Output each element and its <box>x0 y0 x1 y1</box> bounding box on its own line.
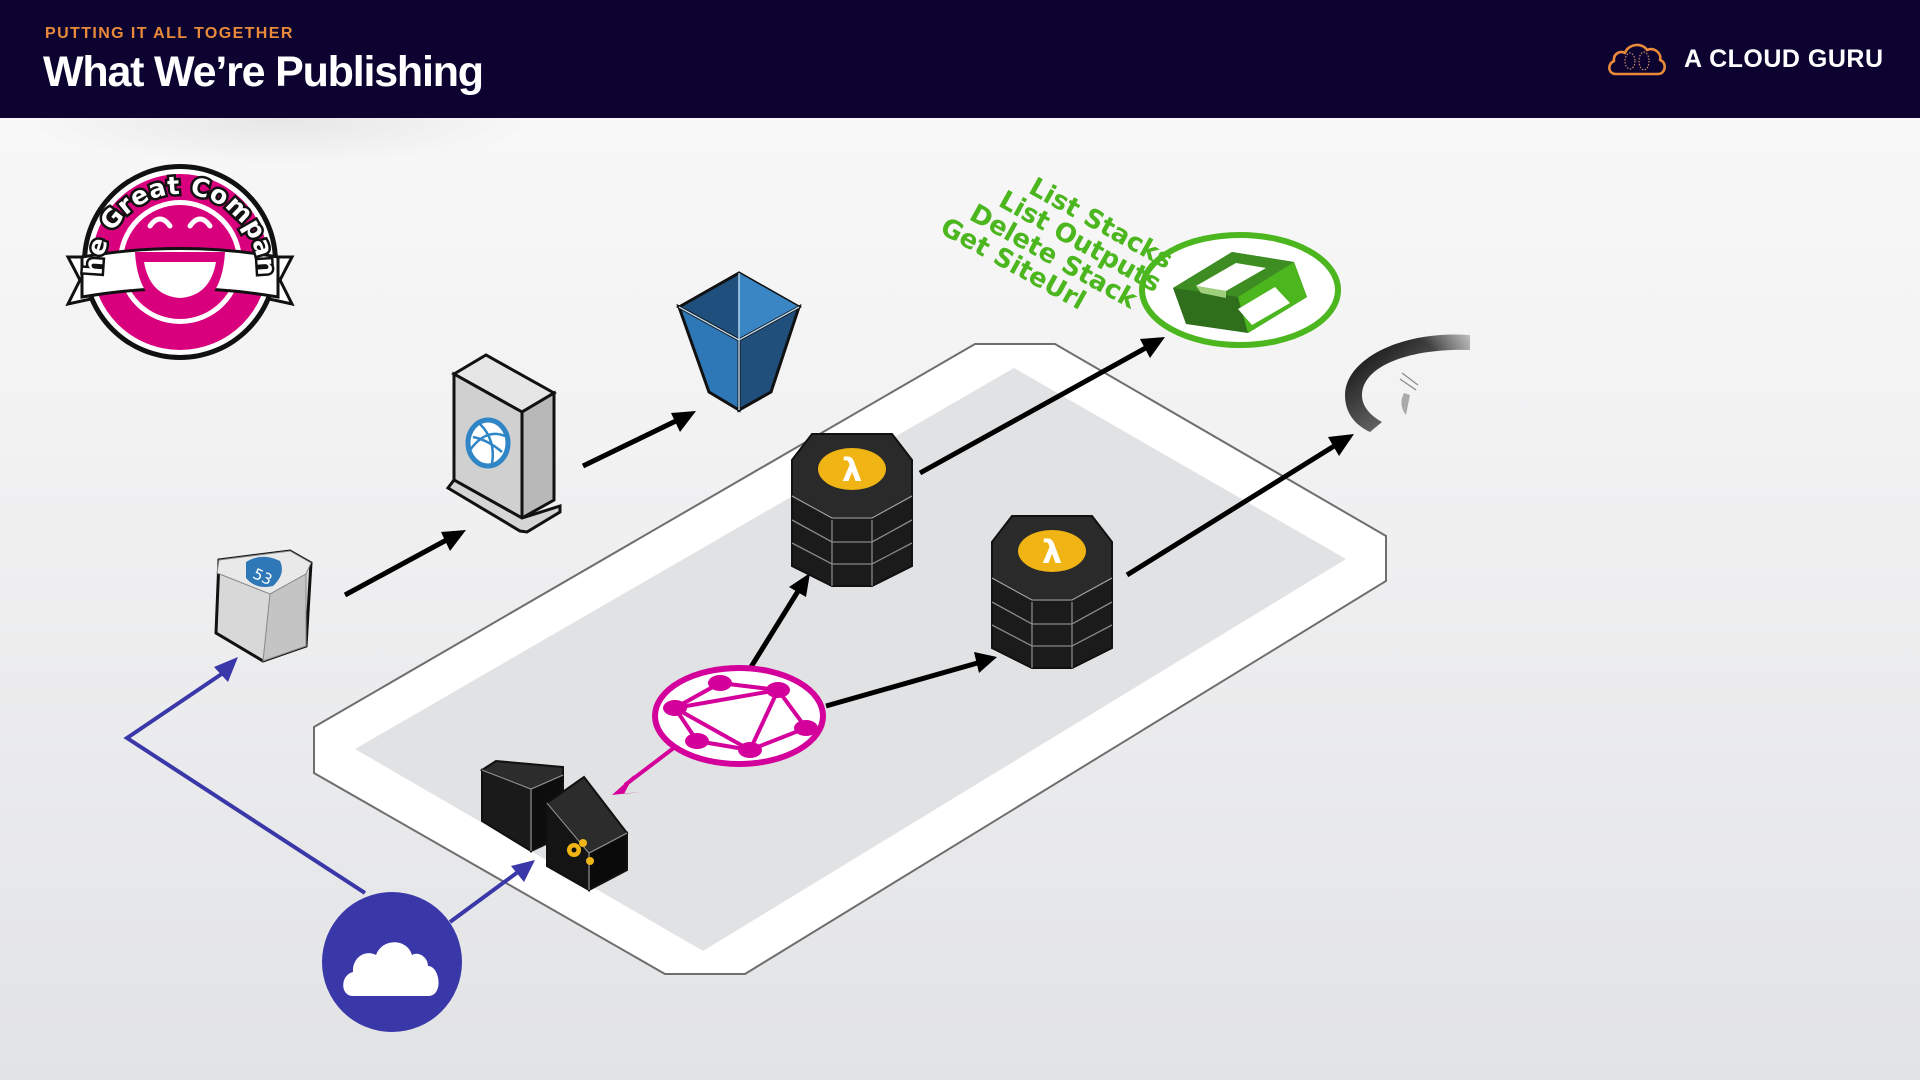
github-node[interactable] <box>1345 334 1470 432</box>
route53-icon: 53 <box>246 556 282 589</box>
lambda-icon <box>1018 530 1086 572</box>
cloudformation-node[interactable] <box>1139 232 1341 348</box>
brand: A CLOUD GURU <box>1606 40 1884 78</box>
appsync-node[interactable] <box>652 665 826 767</box>
s3-bucket-icon <box>675 271 803 413</box>
s3-node[interactable] <box>675 271 803 413</box>
graphql-icon <box>663 675 818 758</box>
company-logo: The Great Company <box>65 164 295 360</box>
cloud-guru-logo-icon <box>1608 43 1666 76</box>
client-flow <box>123 657 535 924</box>
lambda-icon <box>818 448 886 490</box>
lambda-stack: λ <box>991 515 1113 669</box>
data-flow-arrows <box>343 337 1354 709</box>
lambda-node-1[interactable]: λ <box>791 433 913 587</box>
gears-icon <box>567 839 594 865</box>
svg-text:λ: λ <box>842 451 862 489</box>
globe-icon <box>465 417 511 469</box>
cloudformation-icon <box>1173 252 1307 333</box>
slide-eyebrow: PUTTING IT ALL TOGETHER <box>45 25 294 42</box>
lambda-stack: λ <box>791 433 913 587</box>
lambda-node-2[interactable]: λ <box>991 515 1113 669</box>
route53-node[interactable]: 53 <box>214 549 313 663</box>
client-node[interactable] <box>322 892 462 1032</box>
github-icon <box>1345 334 1470 432</box>
cloudformation-commands: List Stacks List Outputs Delete Stack Ge… <box>935 172 1177 316</box>
cognito-node[interactable] <box>479 759 629 892</box>
header-shadow <box>20 118 540 166</box>
cloudfront-node[interactable] <box>445 353 562 534</box>
slide-header: PUTTING IT ALL TOGETHER What We’re Publi… <box>0 0 1920 118</box>
cloud-icon <box>343 942 439 996</box>
svg-text:λ: λ <box>1042 533 1062 571</box>
slide-title: What We’re Publishing <box>43 48 484 96</box>
brand-name: A CLOUD GURU <box>1684 44 1884 73</box>
graphql-to-cognito-arrow <box>612 745 677 795</box>
